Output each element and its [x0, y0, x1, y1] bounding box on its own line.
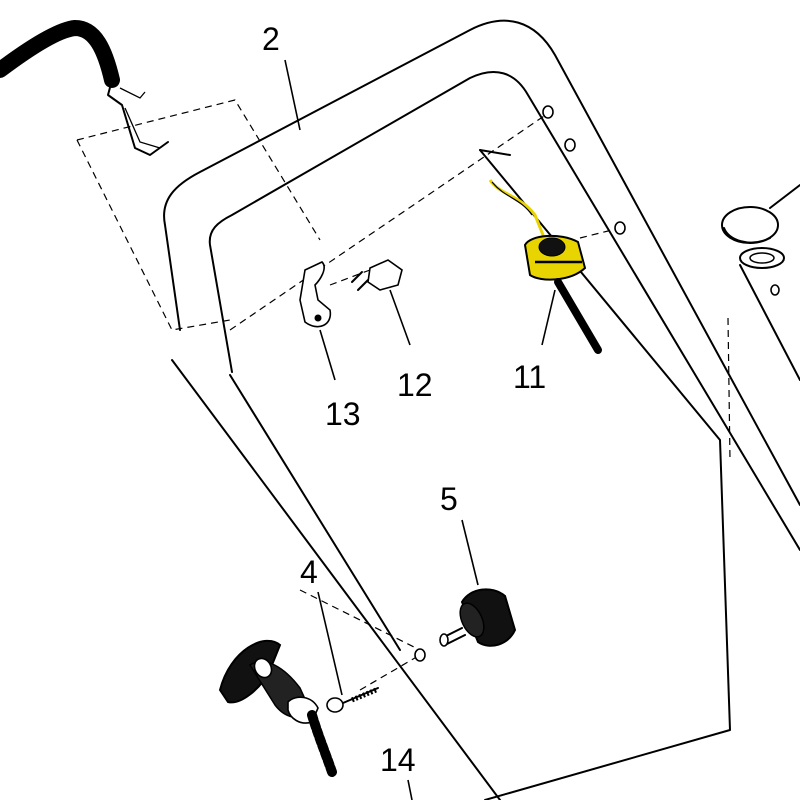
callout-4: 4 — [300, 554, 318, 590]
callout-13: 13 — [325, 396, 361, 432]
handle-grip — [0, 19, 120, 88]
upper-handle — [163, 19, 800, 551]
bolt-12 — [351, 259, 403, 291]
callout-2: 2 — [262, 21, 280, 57]
lower-handle — [171, 149, 731, 800]
bracket-13 — [299, 261, 332, 328]
engine-cap — [721, 184, 800, 381]
cable-clip-11 — [488, 179, 602, 354]
assembly-lines — [76, 99, 731, 691]
leader-lines — [284, 59, 556, 800]
knob-5 — [439, 588, 517, 647]
handle-bracket — [107, 79, 169, 156]
handle-knob-4 — [218, 639, 379, 777]
hardware-nuts — [414, 105, 780, 662]
callout-12: 12 — [397, 367, 433, 403]
callout-14: 14 — [380, 742, 416, 778]
callout-5: 5 — [440, 481, 458, 517]
callout-11: 11 — [513, 359, 546, 395]
